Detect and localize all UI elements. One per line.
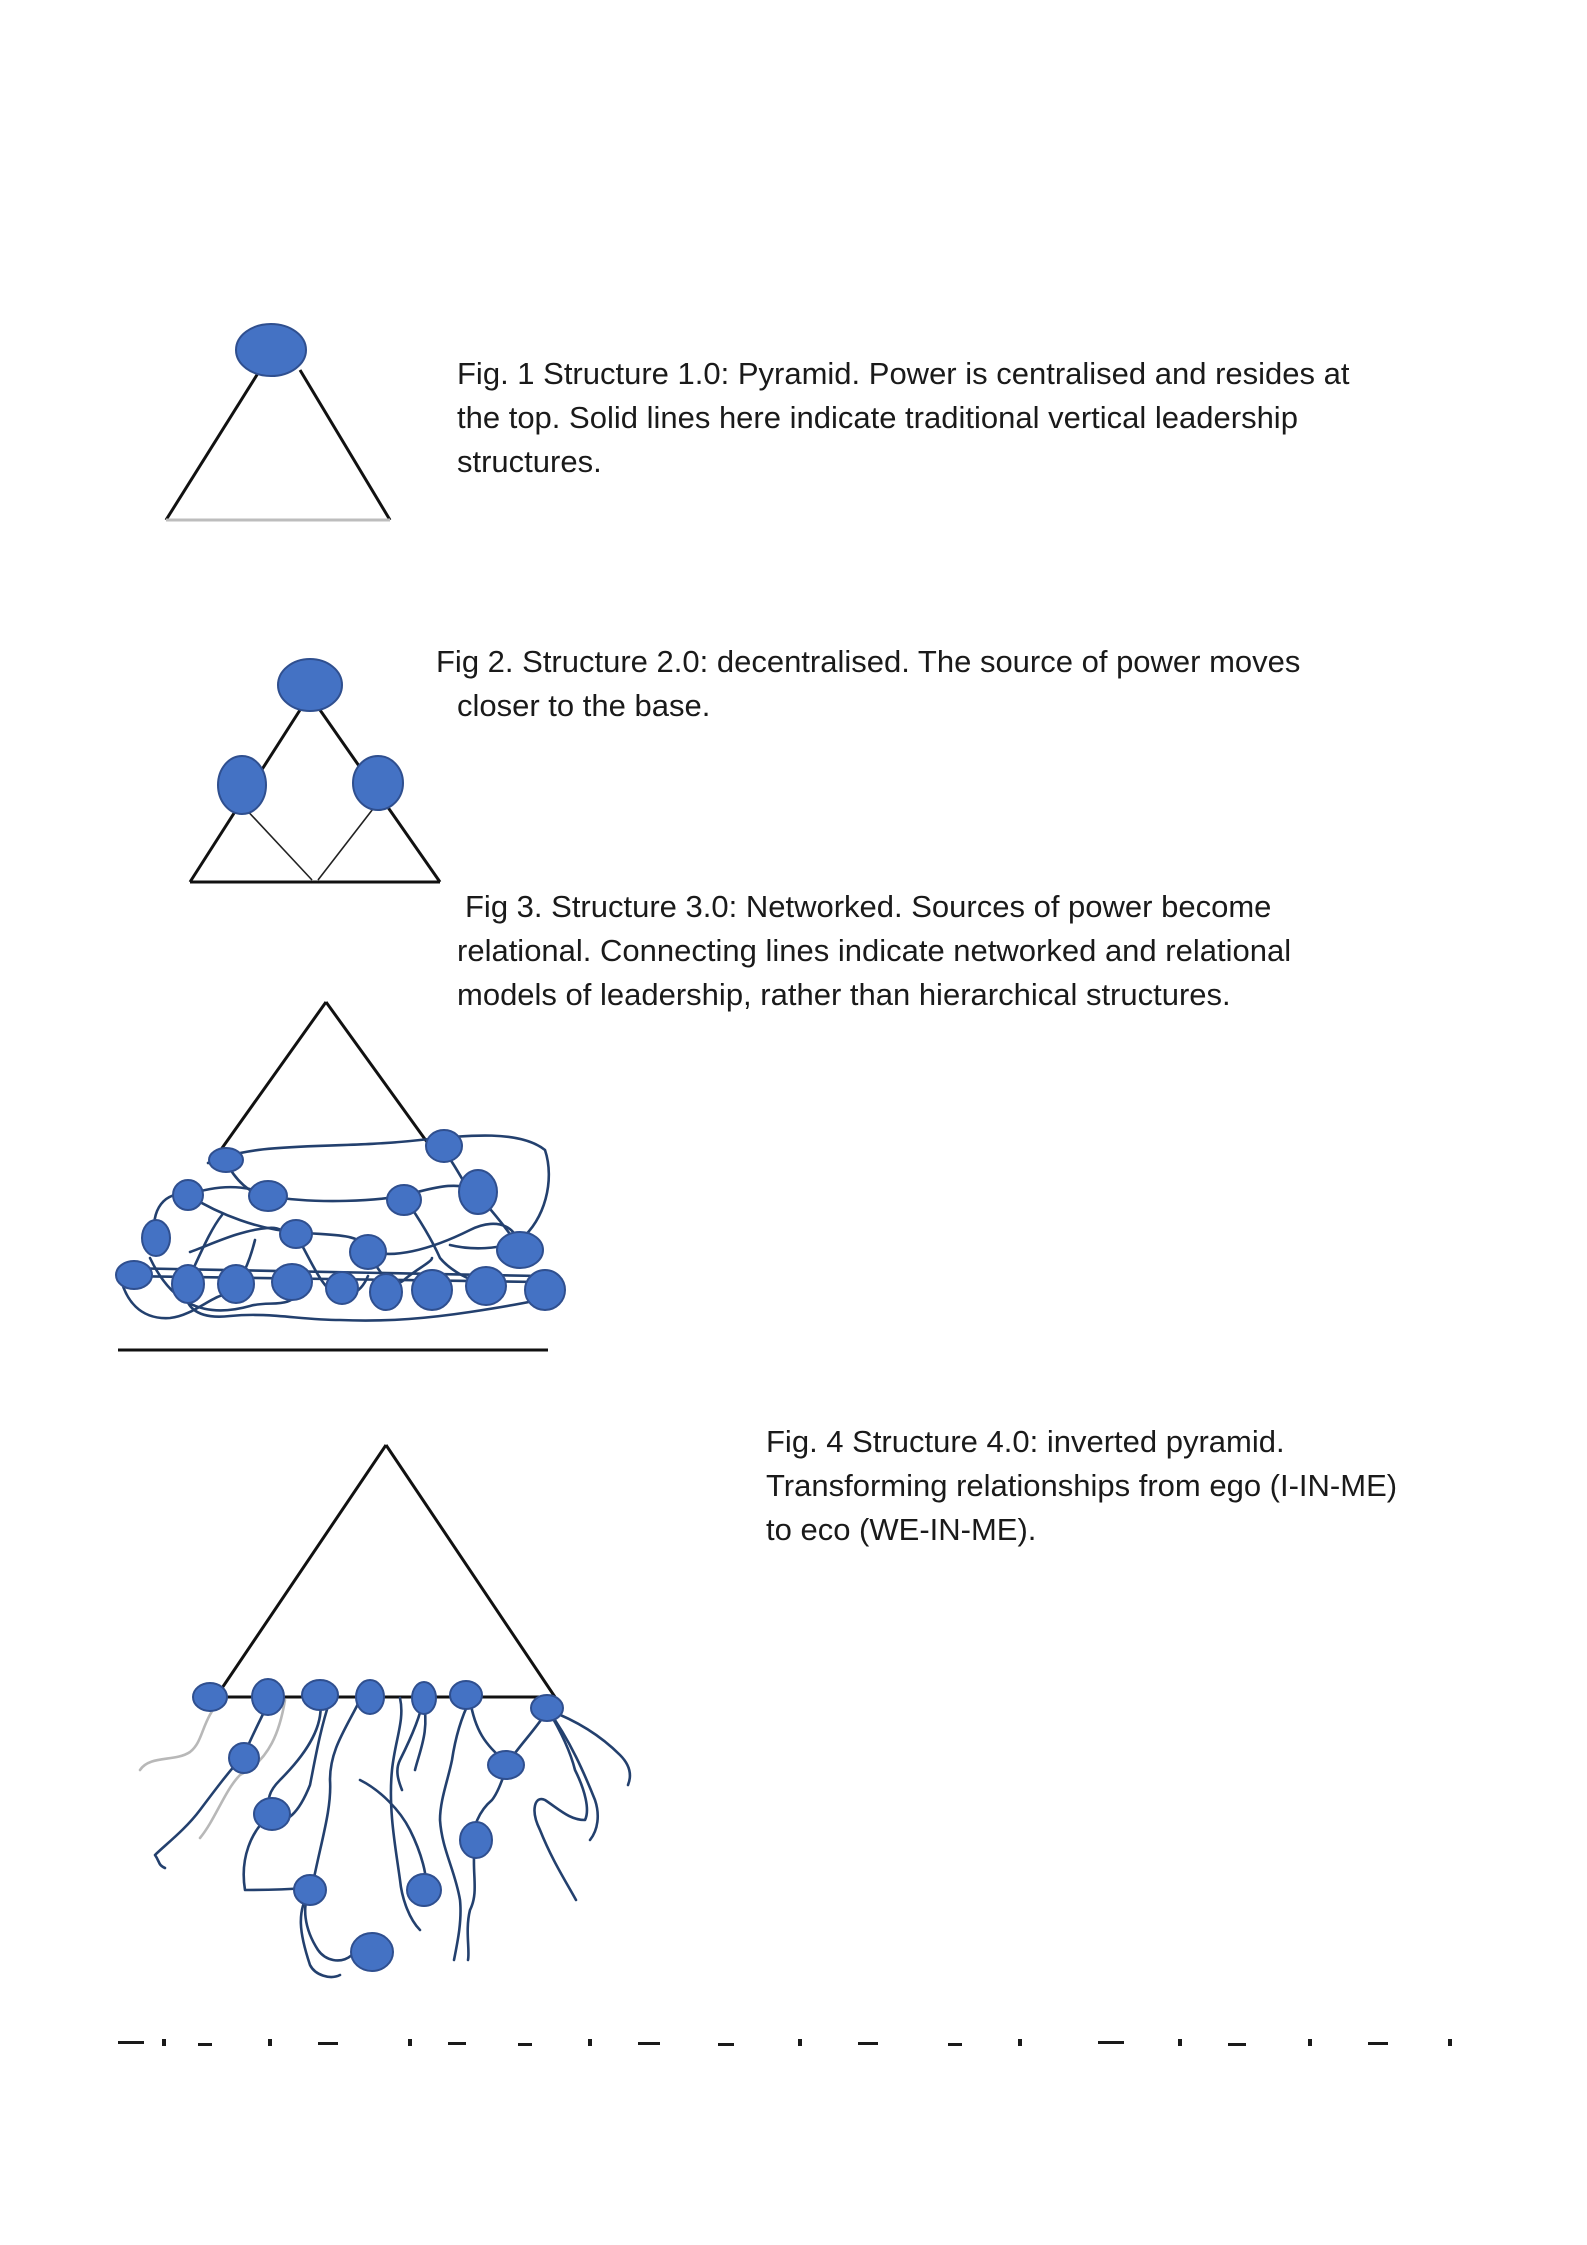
cut-off-text-marks [118, 2039, 1452, 2046]
fig3-node [172, 1179, 204, 1211]
fig4-root [299, 1886, 342, 1979]
fig3-caption-line: models of leadership, rather than hierar… [457, 977, 1231, 1012]
fig3-caption-line: Fig 3. Structure 3.0: Networked. Sources… [465, 889, 1272, 924]
fig3-node [386, 1184, 422, 1216]
fig4-caption-line: to eco (WE-IN-ME). [766, 1512, 1037, 1547]
fig4-root-node [228, 1742, 260, 1774]
fig4-root-node [253, 1797, 291, 1831]
fig2-caption-line: Fig 2. Structure 2.0: decentralised. The… [436, 644, 1301, 679]
fig4-root [438, 1698, 472, 1962]
fig2-left-node [217, 755, 267, 815]
fig4-root-node [406, 1873, 442, 1907]
fig1-top-node [235, 323, 307, 377]
fig2-caption: Fig 2. Structure 2.0: decentralised. The… [436, 640, 1300, 728]
fig3-node [325, 1271, 359, 1305]
fig4-caption: Fig. 4 Structure 4.0: inverted pyramid. … [766, 1420, 1397, 1552]
fig3-node [369, 1273, 403, 1311]
fig4-base-node [530, 1694, 564, 1722]
fig2-right-node [352, 755, 404, 811]
fig3-node [465, 1266, 507, 1306]
fig3-networked-diagram [115, 1001, 566, 1352]
fig4-caption-line: Fig. 4 Structure 4.0: inverted pyramid. [766, 1424, 1285, 1459]
fig4-gray-root [198, 1698, 287, 1840]
fig4-base-node [192, 1682, 228, 1712]
fig3-node [411, 1269, 453, 1311]
fig3-node [248, 1180, 288, 1212]
fig1-pyramid-diagram [164, 323, 392, 522]
fig1-caption-line: Fig. 1 Structure 1.0: Pyramid. Power is … [457, 356, 1350, 391]
fig3-node [115, 1260, 153, 1290]
fig3-caption: Fig 3. Structure 3.0: Networked. Sources… [457, 885, 1291, 1017]
fig4-root [153, 1753, 246, 1870]
fig4-root [546, 1708, 632, 1787]
fig4-base-node [449, 1680, 483, 1710]
fig4-root-node [350, 1932, 394, 1972]
fig4-base-node [301, 1679, 339, 1711]
fig2-inner-line-right [317, 804, 377, 881]
fig4-base-node [355, 1679, 385, 1715]
fig4-base-node [411, 1681, 437, 1715]
fig3-node [425, 1129, 463, 1163]
fig3-node [524, 1269, 566, 1311]
fig3-node [141, 1219, 171, 1257]
fig1-caption-line: structures. [457, 444, 602, 479]
fig1-caption: Fig. 1 Structure 1.0: Pyramid. Power is … [457, 352, 1350, 484]
fig4-base-node [251, 1678, 285, 1716]
fig2-caption-line: closer to the base. [457, 688, 711, 723]
fig4-right-edge [384, 1444, 557, 1698]
fig4-root [466, 1838, 478, 1962]
fig4-root [546, 1708, 600, 1842]
fig3-node [217, 1264, 255, 1304]
fig4-left-edge [214, 1444, 388, 1698]
fig4-root [310, 1698, 362, 1890]
cut-off-text-line [118, 2036, 1478, 2046]
fig4-root [472, 1708, 550, 1842]
fig4-root [267, 1698, 322, 1816]
fig1-left-edge [164, 369, 262, 521]
fig4-root-node [293, 1874, 327, 1906]
fig3-network-curve [188, 1226, 296, 1254]
fig3-node [171, 1264, 205, 1304]
fig3-node [279, 1219, 313, 1249]
fig3-node [349, 1234, 387, 1270]
fig3-left-edge [208, 1001, 328, 1166]
fig2-inner-line-left [241, 804, 313, 881]
fig4-root-node [459, 1821, 493, 1859]
fig4-inverted-pyramid-diagram [138, 1444, 632, 1979]
fig3-caption-line: relational. Connecting lines indicate ne… [457, 933, 1292, 968]
fig3-node [271, 1263, 313, 1301]
fig4-root [389, 1696, 422, 1932]
fig4-gray-root [138, 1693, 227, 1772]
fig1-caption-line: the top. Solid lines here indicate tradi… [457, 400, 1298, 435]
fig3-right-edge [324, 1001, 442, 1161]
fig2-decentralised-diagram [188, 658, 442, 884]
fig4-root [533, 1708, 589, 1902]
fig3-network-curve [186, 1184, 480, 1203]
fig3-network-curve [366, 1249, 434, 1285]
fig3-node [458, 1169, 498, 1215]
fig2-top-node [277, 658, 343, 712]
fig4-root [396, 1698, 425, 1792]
fig3-node [208, 1147, 244, 1173]
fig4-root-node [487, 1750, 525, 1780]
fig3-network-curve [148, 1256, 302, 1312]
fig4-root [242, 1812, 308, 1892]
fig1-right-edge [298, 369, 392, 521]
fig3-node [496, 1231, 544, 1269]
fig4-caption-line: Transforming relationships from ego (I-I… [766, 1468, 1398, 1503]
